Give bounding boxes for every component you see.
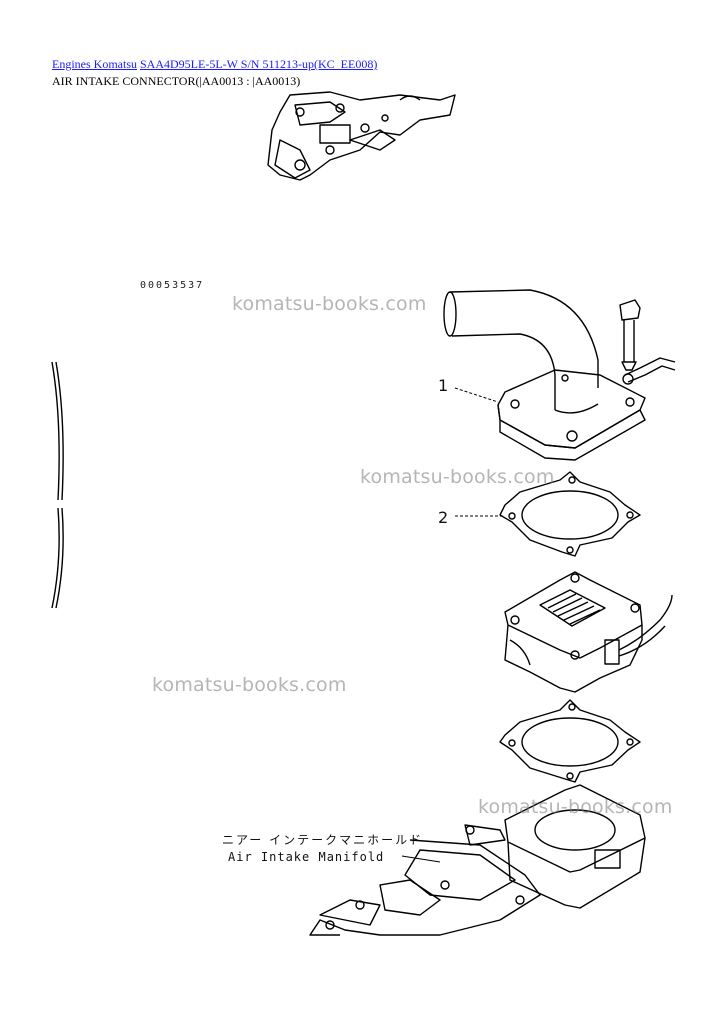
figure-code: 00053537 — [140, 280, 205, 291]
elbow-pipe-part-1 — [443, 289, 676, 461]
page-title: AIR INTAKE CONNECTOR(|AA0013 : |AA0013) — [52, 74, 301, 88]
breadcrumb: Engines Komatsu SAA4D95LE-5L-W S/N 51121… — [52, 57, 377, 71]
gasket-part-2 — [499, 471, 641, 557]
engine-fragment-top — [267, 91, 456, 181]
breadcrumb-link-engines[interactable]: Engines Komatsu — [52, 57, 137, 71]
intake-heater-block — [504, 571, 673, 693]
watermark: komatsu-books.com — [478, 796, 673, 818]
watermark: komatsu-books.com — [360, 466, 555, 488]
watermark: komatsu-books.com — [152, 674, 347, 696]
manifold-label-jp: ニアー インテークマニホールド — [222, 833, 424, 847]
breadcrumb-link-model[interactable]: SAA4D95LE-5L-W S/N 511213-up(KC_EE008) — [140, 57, 378, 71]
left-bracket — [51, 361, 64, 609]
gasket-lower — [499, 699, 641, 783]
manifold-label-en: Air Intake Manifold — [228, 850, 385, 864]
callout-1: 1 — [438, 376, 449, 395]
callout-2: 2 — [438, 508, 449, 527]
intake-manifold — [309, 784, 646, 936]
watermark: komatsu-books.com — [232, 293, 427, 315]
